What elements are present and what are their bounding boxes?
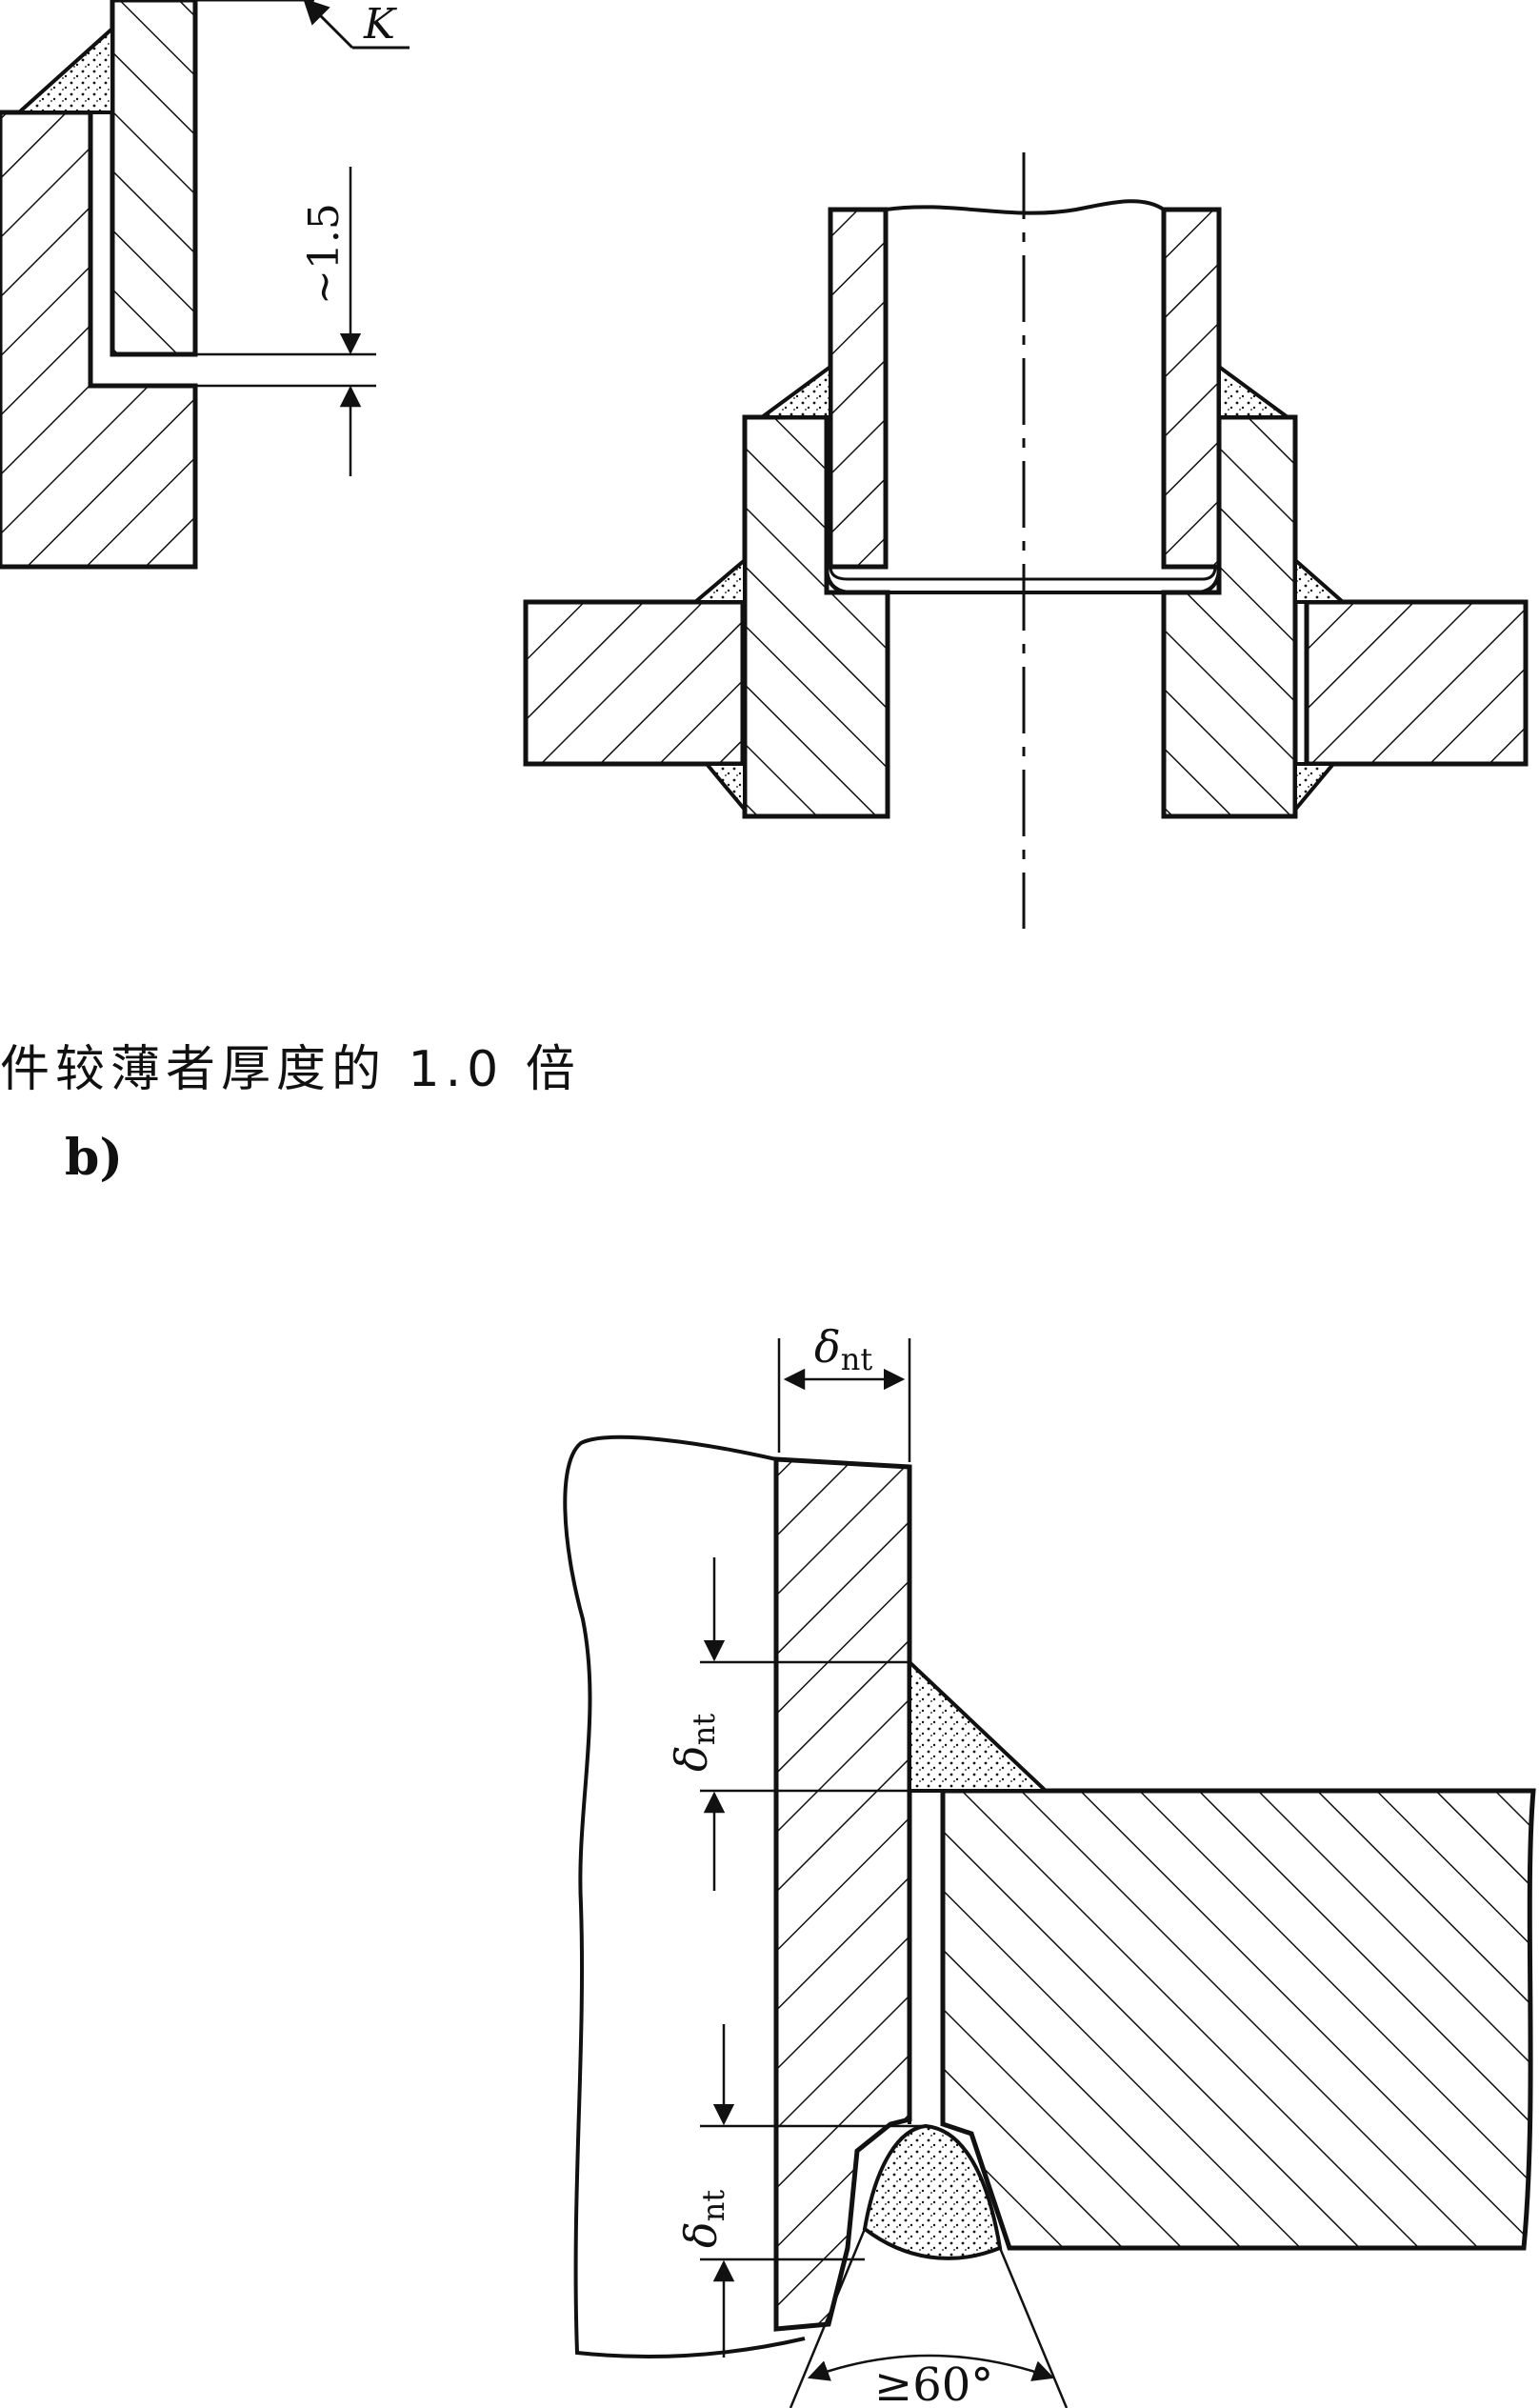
weld-top-left (755, 363, 832, 419)
delta-symbol: δ (666, 1745, 717, 1772)
weld-top-right (1217, 363, 1294, 419)
horizontal-plate (940, 1788, 1536, 2251)
detail-top-left: K ~1.5 (0, 0, 410, 570)
delta-symbol: δ (814, 1321, 841, 1373)
right-flange (1304, 599, 1529, 767)
weld-bot-right (1293, 762, 1338, 815)
delta-symbol: δ (675, 2221, 727, 2248)
figure-caption: 件较薄者厚度的 1.0 倍 (0, 1041, 581, 1098)
delta-top-label: δnt (814, 1321, 872, 1377)
groove-weld (862, 2123, 1003, 2260)
k-label: K (363, 0, 397, 49)
delta-subscript: nt (841, 1341, 873, 1377)
weld-bot-left (702, 762, 747, 815)
inner-tube-left (828, 207, 889, 570)
weld-fillet (13, 24, 114, 114)
weld-mid-left (690, 555, 747, 604)
tube-wall (110, 0, 198, 357)
delta-low-label: δnt (675, 2190, 731, 2248)
fillet-weld (908, 1657, 1051, 1793)
figure-b-label: b) (65, 1129, 123, 1187)
delta-mid-label: δnt (666, 1714, 722, 1772)
angle-label: ≥60° (874, 2358, 993, 2408)
detail-top-right (523, 152, 1529, 929)
delta-subscript: nt (695, 2190, 731, 2222)
detail-bottom: δnt δnt δnt ≥60° (563, 1321, 1536, 2408)
left-plate-outline (563, 1435, 806, 2358)
delta-subscript: nt (686, 1714, 722, 1746)
left-flange (523, 599, 746, 767)
gap-label: ~1.5 (300, 203, 349, 305)
weld-mid-right (1293, 555, 1349, 604)
inner-tube-right (1161, 207, 1222, 570)
